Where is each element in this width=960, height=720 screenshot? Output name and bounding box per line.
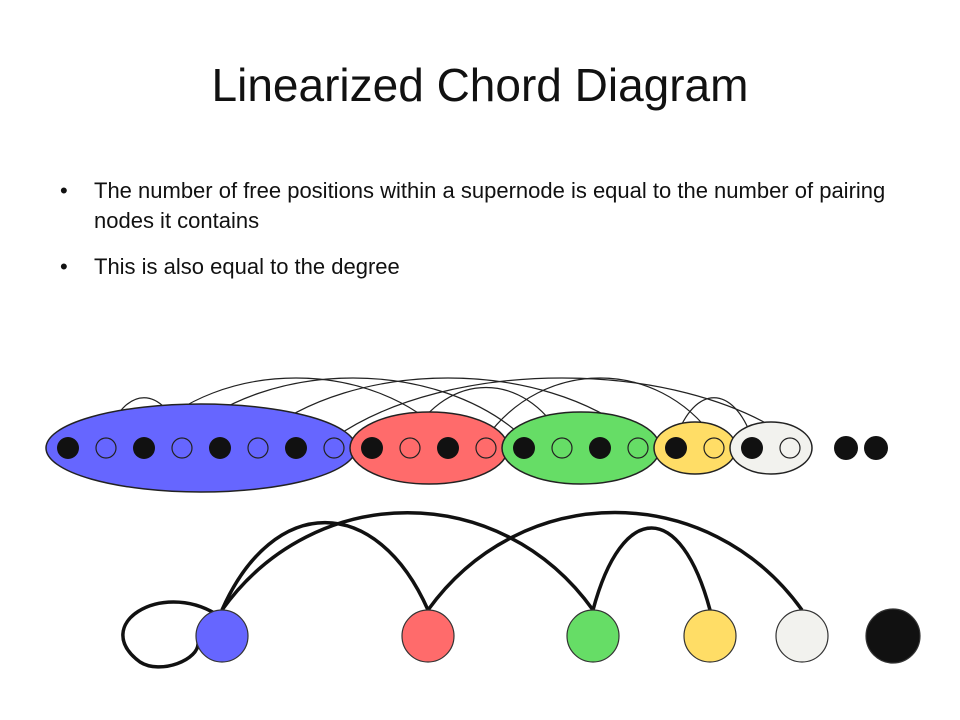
free-node (247, 437, 269, 459)
chord-arc (485, 377, 715, 439)
graph-nodes (195, 608, 921, 664)
bullet-marker: • (60, 254, 68, 279)
graph-node-yellow (683, 609, 737, 663)
bullet-text: This is also equal to the degree (94, 254, 400, 279)
bullet-item: • This is also equal to the degree (60, 252, 900, 282)
free-node (779, 437, 801, 459)
bullet-list: • The number of free positions within a … (60, 176, 900, 298)
free-node (627, 437, 649, 459)
supernode-white (729, 421, 813, 475)
pairing-node (589, 437, 611, 459)
free-node (171, 437, 193, 459)
bullet-text: The number of free positions within a su… (94, 178, 886, 233)
graph-edges (121, 510, 804, 669)
bullet-item: • The number of free positions within a … (60, 176, 900, 236)
pairing-node (741, 437, 763, 459)
graph-node-red (401, 609, 455, 663)
trailing-node (864, 436, 888, 460)
pairing-node (209, 437, 231, 459)
pairing-node (57, 437, 79, 459)
pairing-node (665, 437, 687, 459)
graph-node-blue (195, 609, 249, 663)
graph-edge (220, 511, 595, 612)
pairing-node (133, 437, 155, 459)
slide-title: Linearized Chord Diagram (211, 59, 749, 111)
graph-node-green (566, 609, 620, 663)
trailing-node (834, 436, 858, 460)
graph-edge (220, 521, 430, 611)
graph-node-black (865, 608, 921, 664)
free-node (95, 437, 117, 459)
graph-edge (426, 510, 804, 612)
graph-edge (591, 526, 712, 611)
pairing-node (285, 437, 307, 459)
diagram-nodes (57, 436, 888, 460)
chord-arc (675, 397, 753, 439)
supernode-blue (45, 403, 357, 493)
free-node (703, 437, 725, 459)
graph-edge (121, 600, 217, 669)
bullet-marker: • (60, 178, 68, 203)
supernode-ellipses (45, 403, 813, 493)
pairing-node (513, 437, 535, 459)
graph-node-white (775, 609, 829, 663)
chord-arc (257, 377, 639, 439)
free-node (475, 437, 497, 459)
pairing-node (361, 437, 383, 459)
free-node (399, 437, 421, 459)
free-node (323, 437, 345, 459)
free-node (551, 437, 573, 459)
pairing-node (437, 437, 459, 459)
